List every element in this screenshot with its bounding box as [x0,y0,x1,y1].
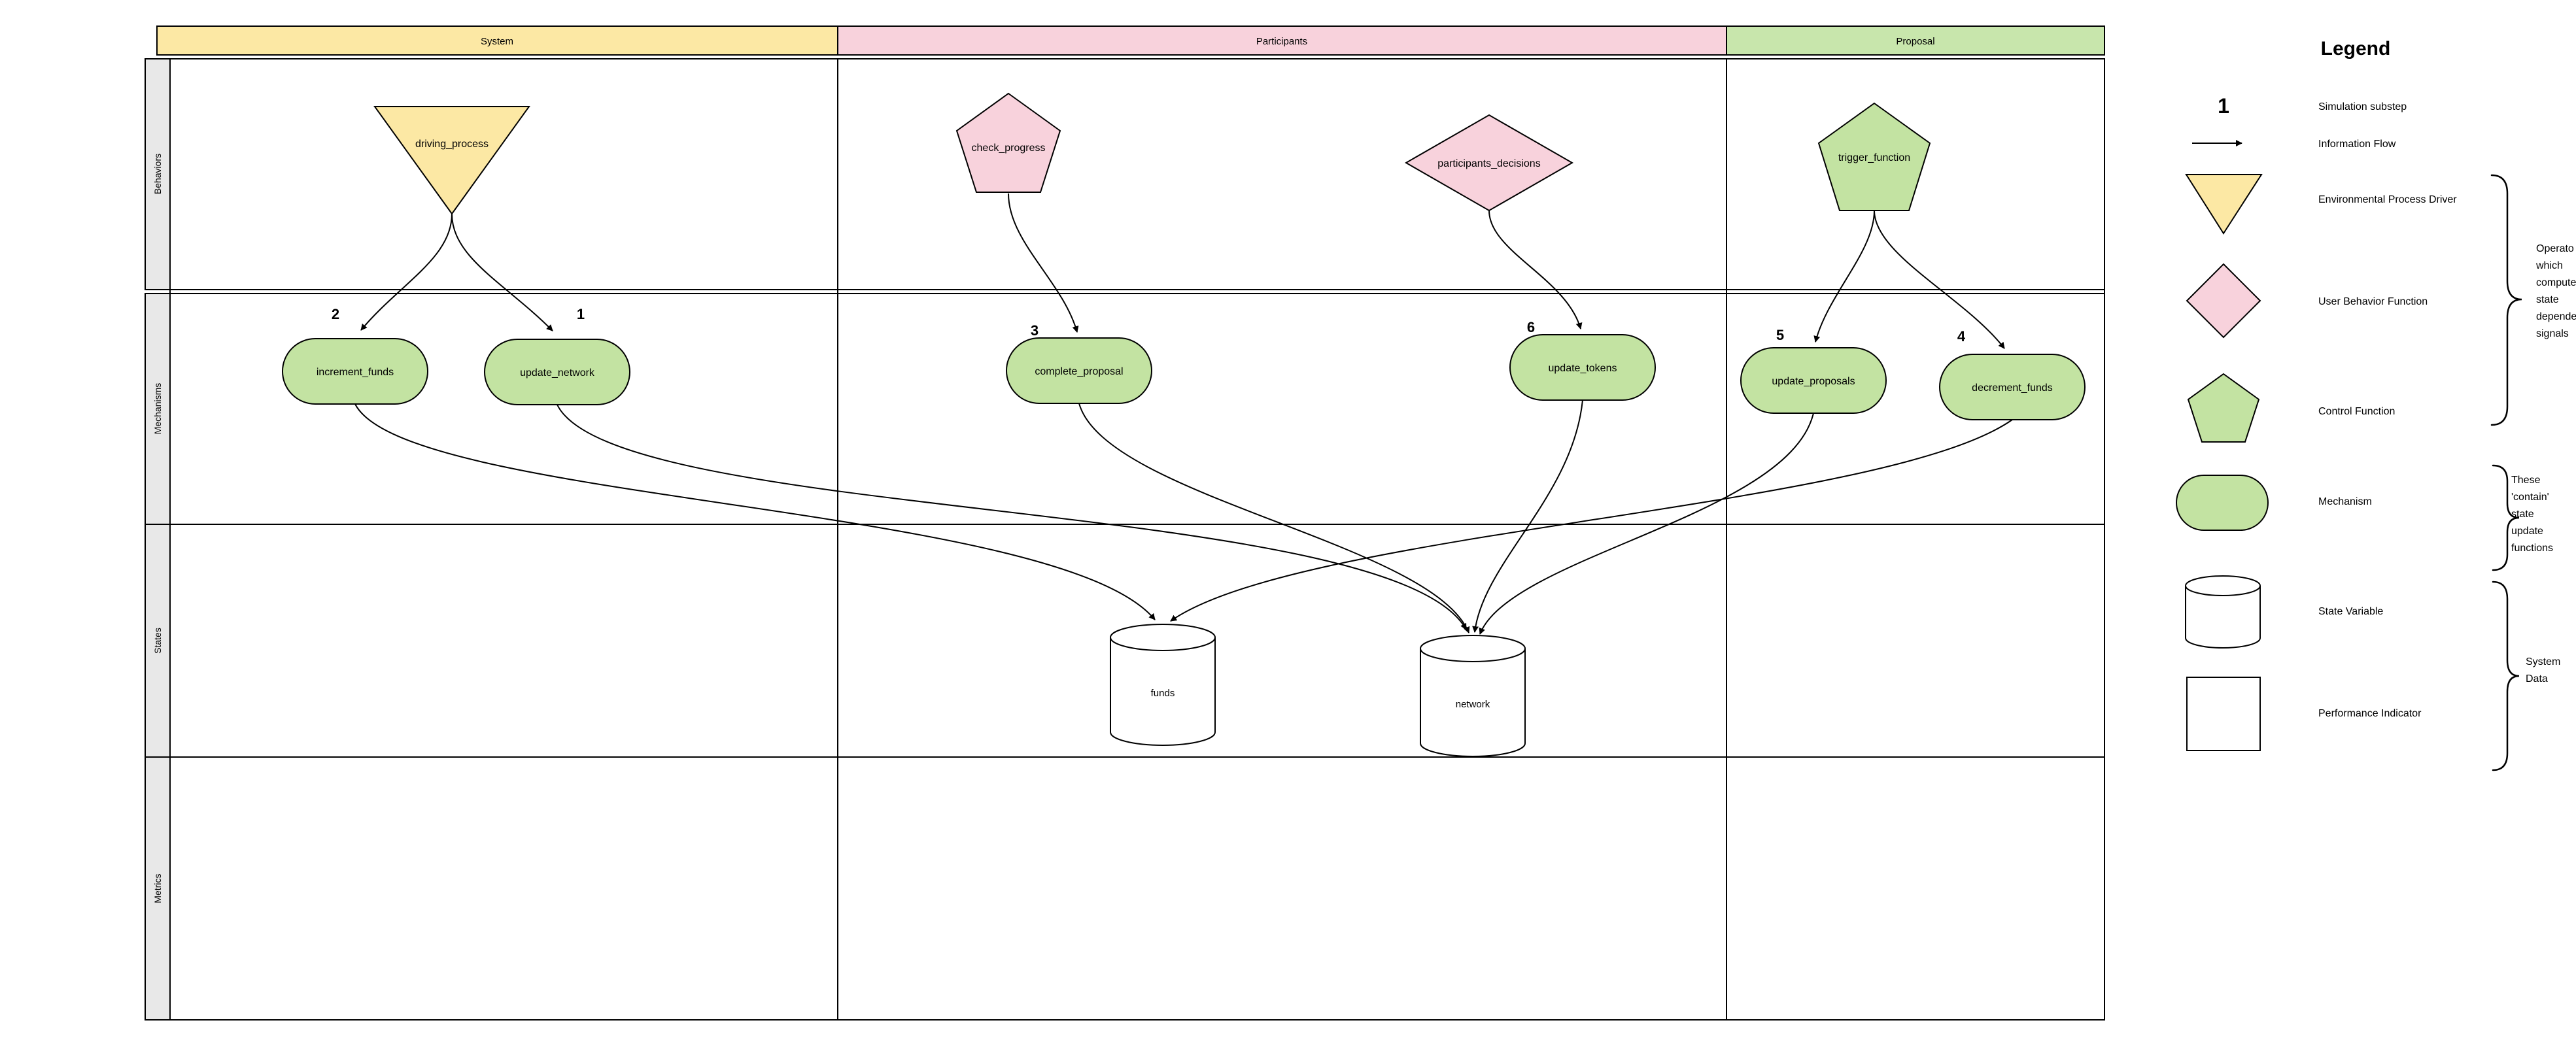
edge-trigger_function-update_proposals [1813,210,1875,343]
row-cell-mechanisms [145,293,171,525]
substep-number-5: 5 [1776,327,1784,343]
node-funds-body[interactable] [1110,637,1216,746]
node-network-label: network [1456,699,1490,710]
legend-label-mechanism: Mechanism [2318,496,2372,507]
edge-update_proposals-network [1479,413,1814,635]
edge-trigger_function-decrement_funds [1874,210,2005,349]
column-headers: System Participants Proposal [156,25,2105,56]
legend-label-environmental-process-driver: Environmental Process Driver [2318,194,2457,205]
mechanism-nodes: increment_funds update_network complete_… [282,334,2086,420]
legend: Legend 1 Simulation substep Information … [2176,38,2522,771]
brace-system-data [2492,581,2520,771]
legend-label-information-flow: Information Flow [2318,139,2396,150]
node-decrement_funds[interactable] [1939,354,2086,420]
substep-number-2: 2 [332,306,339,322]
substep-number-4: 4 [1957,328,1966,345]
node-complete_proposal[interactable] [1006,337,1152,404]
node-update_proposals-label: update_proposals [1772,376,1855,387]
edge-complete_proposal-network [1078,403,1470,633]
legend-diamond-icon [2186,263,2261,339]
node-driving_process-label: driving_process [415,139,489,150]
legend-cylinder-icon [2185,575,2261,649]
substep-number-3: 3 [1031,322,1039,339]
legend-pentagon-icon [2187,373,2260,443]
edge-driving_process-increment_funds [360,213,453,331]
edge-increment_funds-funds [354,403,1156,620]
state-nodes: funds network [1110,624,1526,757]
node-increment_funds[interactable] [282,338,428,405]
node-participants_decisions[interactable] [1404,114,1574,212]
edge-update_network-network [557,404,1467,630]
node-check_progress[interactable] [955,92,1061,193]
node-update_network[interactable] [484,339,630,405]
substep-number-1: 1 [577,306,585,322]
node-funds-label: funds [1151,688,1175,699]
legend-substep-number-icon: 1 [2218,94,2229,118]
node-participants_decisions-label: participants_decisions [1437,158,1540,169]
edge-decrement_funds-funds [1170,419,2013,622]
row-label-metrics: Metrics [152,873,163,903]
node-network-body[interactable] [1420,649,1526,757]
edge-participants_decisions-update_tokens [1488,210,1583,329]
node-network-top[interactable] [1420,635,1526,662]
node-update_tokens[interactable] [1509,334,1656,401]
brace-operators [2490,174,2522,426]
row-label-states: States [152,628,163,654]
legend-square-icon [2186,677,2261,751]
node-increment_funds-label: increment_funds [317,367,394,378]
legend-note-system-data: System Data [2526,656,2561,684]
legend-label-control-function: Control Function [2318,406,2395,417]
node-update_tokens-label: update_tokens [1549,363,1617,374]
behavior-edges [360,193,2005,349]
legend-label-performance-indicator: Performance Indicator [2318,708,2422,719]
header-participants [837,25,1727,56]
node-funds-top[interactable] [1110,624,1216,651]
legend-pill-icon [2176,475,2269,531]
row-cell-behaviors [145,58,171,290]
substep-numbers: 2 1 3 6 5 4 [332,306,1966,345]
header-proposal [1726,25,2105,56]
node-update_network-label: update_network [520,367,595,379]
legend-label-user-behavior-function: User Behavior Function [2318,296,2428,307]
node-complete_proposal-label: complete_proposal [1035,366,1123,377]
edge-check_progress-complete_proposal [1008,193,1079,333]
node-driving_process[interactable] [373,106,530,215]
legend-note-operators: Operato which compute state depende sign… [2536,243,2576,339]
header-proposal-label: Proposal [1896,36,1934,47]
row-labels: Behaviors Mechanisms States Metrics [152,154,163,903]
row-cell-states [145,524,171,758]
row-label-strip [145,58,171,1021]
header-system [156,25,838,56]
legend-label-state-variable: State Variable [2318,606,2383,617]
row-label-behaviors: Behaviors [152,154,163,194]
mechanism-edges [354,399,2013,635]
legend-label-simulation-substep: Simulation substep [2318,101,2407,112]
node-decrement_funds-label: decrement_funds [1972,382,2053,394]
swimlane-grid [145,58,2105,1021]
brace-mechanism [2492,464,2520,571]
row-cell-metrics [145,756,171,1021]
header-system-label: System [481,36,513,47]
edge-driving_process-update_network [451,213,553,331]
legend-braces [2490,174,2522,771]
legend-title: Legend [2321,38,2391,59]
edge-update_tokens-network [1472,399,1583,633]
legend-note-mechanisms: These 'contain' state update functions [2511,475,2554,554]
header-participants-label: Participants [1256,36,1307,47]
behavior-nodes: driving_process check_progress participa… [373,92,1931,215]
legend-triangle-icon [2185,174,2263,235]
node-check_progress-label: check_progress [972,143,1046,154]
substep-number-6: 6 [1527,319,1535,335]
row-label-mechanisms: Mechanisms [152,383,163,435]
node-trigger_function-label: trigger_function [1838,152,1910,163]
node-update_proposals[interactable] [1740,347,1887,414]
node-trigger_function[interactable] [1817,102,1931,211]
